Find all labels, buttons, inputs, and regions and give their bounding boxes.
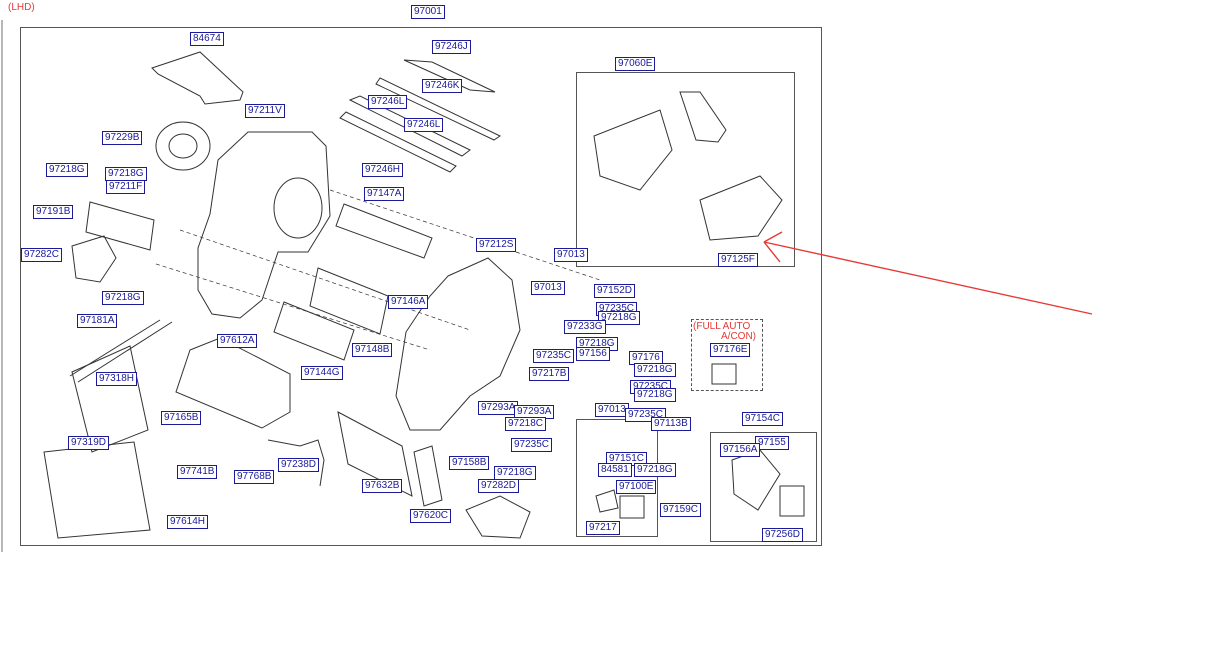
label-97319D[interactable]: 97319D (68, 436, 110, 450)
blower-wheel-shape (155, 121, 211, 171)
label-97233G[interactable]: 97233G (564, 320, 606, 334)
label-97176E[interactable]: 97176E (710, 343, 751, 357)
label-97282C[interactable]: 97282C (21, 248, 63, 262)
label-97235C-4[interactable]: 97235C (511, 438, 553, 452)
actuator-assembly-frame (576, 419, 658, 537)
label-97217B[interactable]: 97217B (529, 367, 570, 381)
label-97246J[interactable]: 97246J (432, 40, 471, 54)
label-97158B[interactable]: 97158B (449, 456, 490, 470)
label-97211F[interactable]: 97211F (106, 180, 146, 194)
full-auto-note-line1: (FULL AUTO (693, 321, 751, 332)
label-97218G-7[interactable]: 97218G (102, 291, 144, 305)
filter-147-shape (335, 203, 433, 259)
label-97154C[interactable]: 97154C (742, 412, 784, 426)
drain-hose-shape (267, 439, 325, 487)
label-97768B[interactable]: 97768B (234, 470, 275, 484)
label-97246K[interactable]: 97246K (422, 79, 463, 93)
label-97001[interactable]: 97001 (411, 5, 445, 19)
ptc-heater-shape (43, 441, 151, 539)
label-97165B[interactable]: 97165B (161, 411, 202, 425)
filter-cover-shape (151, 51, 244, 105)
label-97238D[interactable]: 97238D (278, 458, 320, 472)
label-84581[interactable]: 84581 (598, 463, 632, 477)
label-97013-b[interactable]: 97013 (531, 281, 565, 295)
label-97191B[interactable]: 97191B (33, 205, 74, 219)
label-97060E[interactable]: 97060E (615, 57, 656, 71)
heater-housing-shape (197, 131, 331, 319)
lhd-note: (LHD) (8, 2, 35, 13)
label-97256D[interactable]: 97256D (762, 528, 804, 542)
label-97218G-1[interactable]: 97218G (46, 163, 88, 177)
label-97218G-3[interactable]: 97218G (598, 311, 640, 325)
label-97181A[interactable]: 97181A (77, 314, 118, 328)
label-97218G-9[interactable]: 97218G (634, 463, 676, 477)
label-97146A[interactable]: 97146A (388, 295, 429, 309)
defrost-duct-shape (699, 175, 783, 241)
vent-duct-shape (593, 109, 673, 191)
label-97218G-8[interactable]: 97218G (494, 466, 536, 480)
evaporator-shape (85, 201, 155, 251)
label-97013-a[interactable]: 97013 (554, 248, 588, 262)
label-97100E[interactable]: 97100E (616, 480, 657, 494)
vent-seal-shape (679, 91, 727, 143)
label-97229B[interactable]: 97229B (102, 131, 143, 145)
label-97614H[interactable]: 97614H (167, 515, 209, 529)
filter-144-shape (273, 301, 355, 361)
label-97217[interactable]: 97217 (586, 521, 620, 535)
label-97246L-a[interactable]: 97246L (368, 95, 408, 109)
full-auto-note-line2: A/CON) (721, 331, 756, 342)
rear-duct-shape (465, 495, 531, 539)
label-97144G[interactable]: 97144G (301, 366, 343, 380)
temp-actuator-shape (619, 495, 645, 519)
mode-lever-shape (731, 449, 781, 511)
label-97159C[interactable]: 97159C (660, 503, 702, 517)
label-97147A[interactable]: 97147A (364, 187, 405, 201)
full-auto-actuator-shape (711, 363, 737, 385)
label-97212S[interactable]: 97212S (476, 238, 517, 252)
label-97152D[interactable]: 97152D (594, 284, 636, 298)
label-97218G-5[interactable]: 97218G (634, 363, 676, 377)
label-97282D[interactable]: 97282D (478, 479, 520, 493)
label-97211V[interactable]: 97211V (245, 104, 285, 118)
label-97218C[interactable]: 97218C (505, 417, 547, 431)
label-97218G-2[interactable]: 97218G (105, 167, 147, 181)
label-97612A[interactable]: 97612A (217, 334, 258, 348)
label-97620C[interactable]: 97620C (410, 509, 452, 523)
label-97235C-2[interactable]: 97235C (533, 349, 575, 363)
label-97148B[interactable]: 97148B (352, 343, 393, 357)
label-97741B[interactable]: 97741B (177, 465, 218, 479)
label-97125F[interactable]: 97125F (718, 253, 758, 267)
label-97293A-a[interactable]: 97293A (478, 401, 519, 415)
label-97218G-6[interactable]: 97218G (634, 388, 676, 402)
main-unit-shape (395, 257, 521, 431)
label-97156A[interactable]: 97156A (720, 443, 761, 457)
filter-cover-632-shape (413, 445, 443, 507)
air-filter-shape (337, 411, 413, 497)
heater-core-shape (71, 345, 149, 453)
label-97246H[interactable]: 97246H (362, 163, 404, 177)
filter-146-shape (309, 267, 389, 335)
label-97632B[interactable]: 97632B (362, 479, 403, 493)
label-97318H[interactable]: 97318H (96, 372, 138, 386)
duct-assembly-frame (576, 72, 795, 267)
label-84674[interactable]: 84674 (190, 32, 224, 46)
full-auto-frame (691, 319, 763, 391)
foot-duct-shape (71, 235, 117, 283)
label-97013-c[interactable]: 97013 (595, 403, 629, 417)
red-pointer-arrow (763, 231, 1093, 315)
label-97156[interactable]: 97156 (576, 347, 610, 361)
label-97113B[interactable]: 97113B (651, 417, 691, 431)
main-diagram-frame (20, 27, 822, 546)
label-97246L-b[interactable]: 97246L (404, 118, 444, 132)
